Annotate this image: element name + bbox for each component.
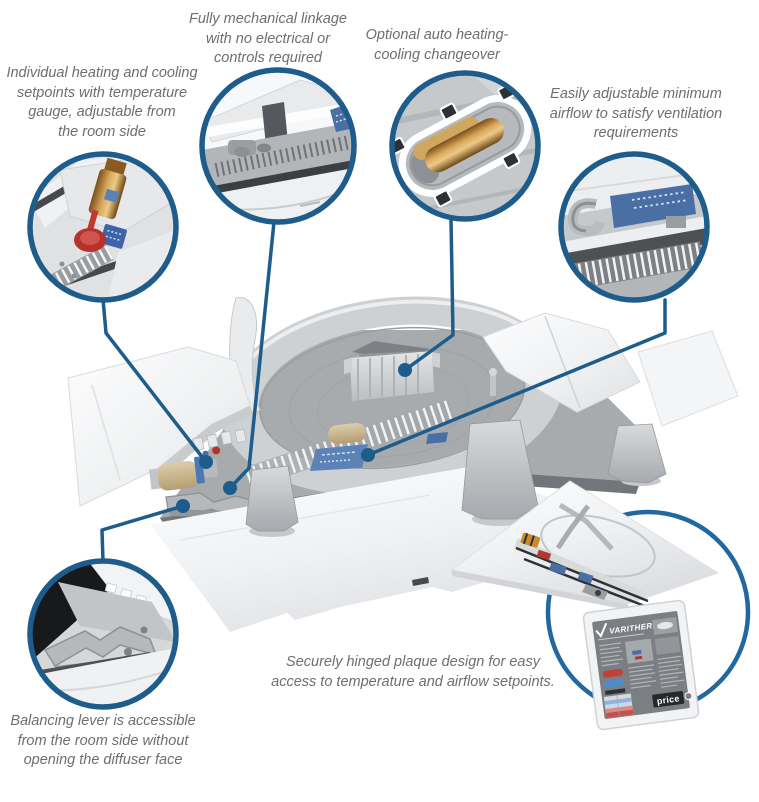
caption-line: Balancing lever is accessible [10, 713, 196, 729]
caption-hinged-plaque: Securely hinged plaque design for easy a… [258, 653, 568, 692]
caption-line: cooling changeover [374, 46, 500, 63]
callout-circle-minimum-airflow [558, 151, 710, 303]
caption-line: access to temperature and airflow setpoi… [271, 673, 555, 690]
leader-line-mechanical-linkage [228, 220, 276, 490]
caption-line: Individual heating and cooling [6, 65, 198, 81]
caption-minimum-airflow: Easily adjustable minimum airflow to sat… [516, 85, 756, 144]
actuator-cylinder [328, 422, 367, 445]
hinged-plaque: VARITHERM [582, 599, 700, 731]
caption-auto-changeover: Optional auto heating- cooling changeove… [339, 26, 535, 65]
caption-line: Fully mechanical linkage [189, 11, 347, 27]
caption-line: the room side [58, 123, 146, 140]
callout-circle-balancing-lever [27, 558, 179, 710]
caption-line: controls required [214, 50, 322, 66]
caption-line: setpoints with temperature [16, 84, 188, 101]
caption-line: opening the diffuser face [23, 752, 183, 768]
price-logo-text: price [656, 693, 680, 706]
callout-circle-auto-changeover [389, 70, 541, 222]
caption-line: from the room side without [17, 732, 189, 749]
price-logo: price [652, 690, 693, 708]
caption-line: Optional auto heating- [365, 27, 509, 43]
left-flap [67, 346, 253, 507]
leader-line-balancing-lever [100, 504, 185, 563]
caption-line: Securely hinged plaque design for easy [286, 654, 540, 670]
leader-dots [176, 363, 412, 513]
leader-lines [100, 217, 667, 563]
callout-circle-heating-setpoints [27, 151, 179, 303]
caption-mechanical-linkage: Fully mechanical linkage with no electri… [168, 10, 368, 69]
caption-heating-setpoints: Individual heating and cooling setpoints… [2, 64, 202, 142]
right-flap [482, 312, 739, 427]
duct-collar [344, 341, 440, 401]
leader-line-minimum-airflow [366, 298, 667, 457]
caption-line: Easily adjustable minimum [550, 86, 722, 102]
mounting-brackets [245, 368, 667, 537]
caption-balancing-lever: Balancing lever is accessible from the r… [3, 712, 203, 771]
leader-line-auto-changeover [403, 217, 455, 372]
leader-line-heating-setpoints [101, 297, 208, 464]
minimum-flow-label [310, 432, 448, 471]
caption-line: airflow to satisfy ventilation [549, 105, 723, 122]
ceiling-tile [450, 480, 720, 612]
caption-line: with no electrical or [205, 30, 331, 47]
inset-hinged-plaque: VARITHERM [450, 480, 751, 731]
caption-line: gauge, adjustable from [28, 104, 176, 120]
plaque-table [603, 693, 634, 719]
caption-line: requirements [593, 125, 679, 141]
callout-circle-mechanical-linkage [199, 67, 357, 225]
